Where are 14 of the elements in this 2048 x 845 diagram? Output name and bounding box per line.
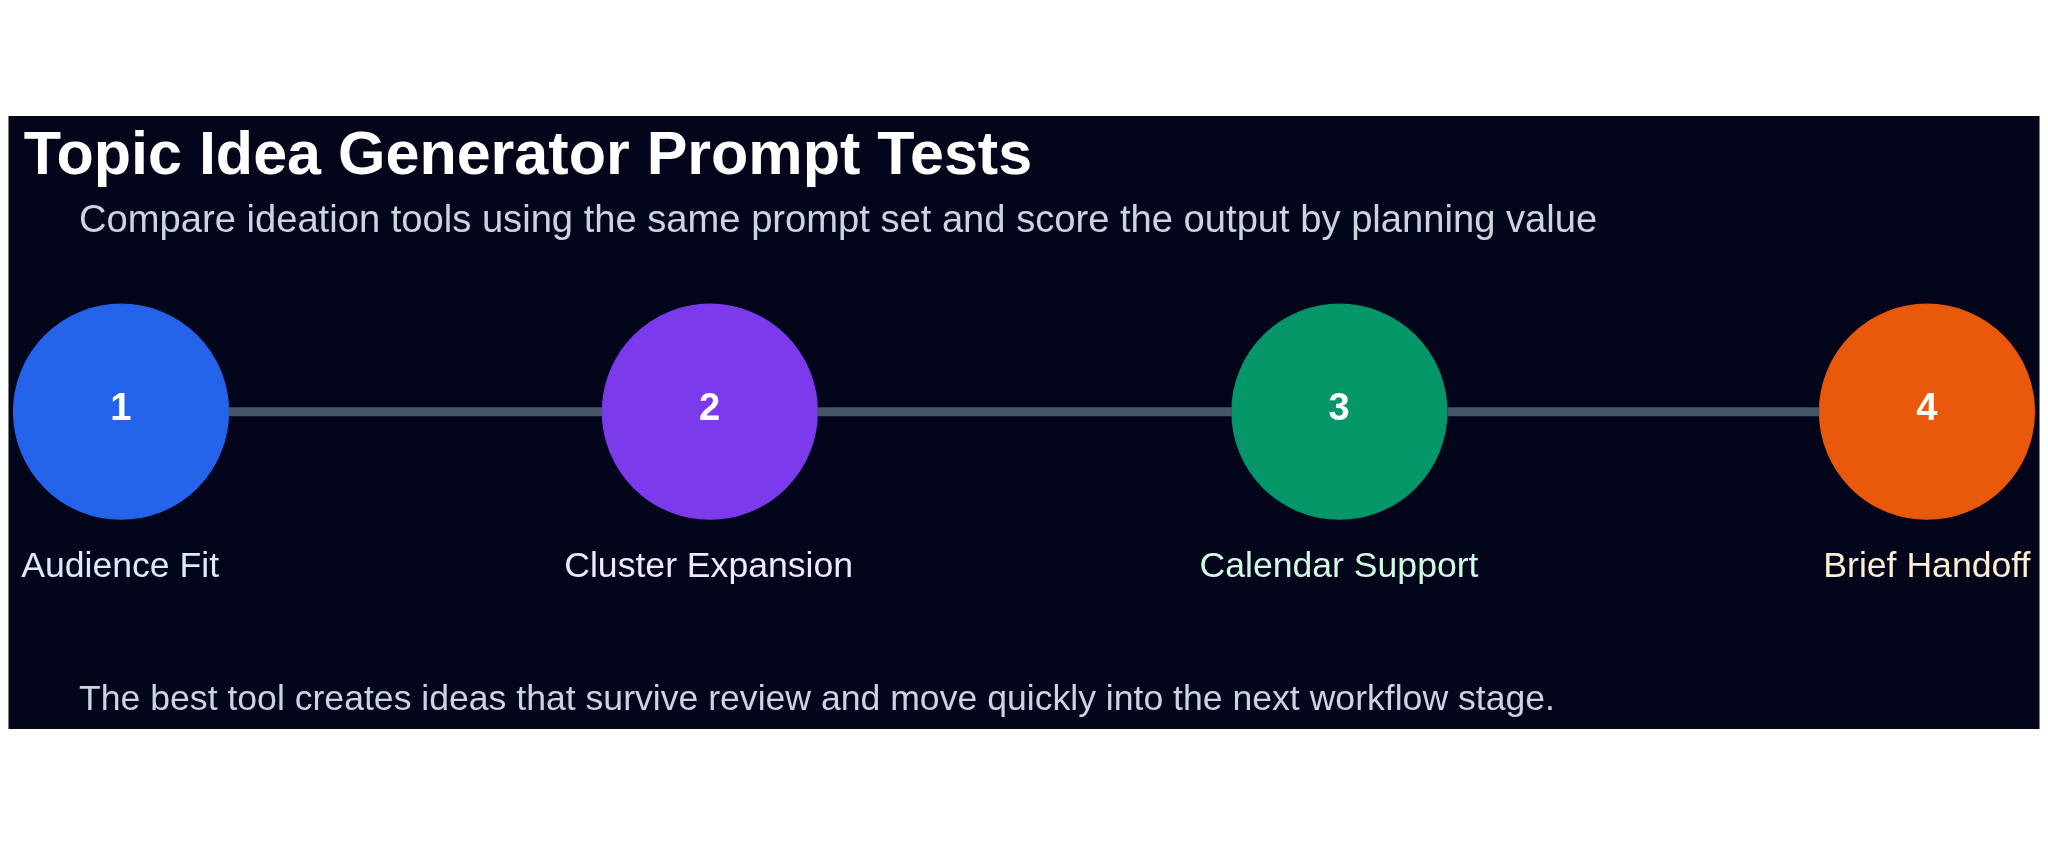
diagram-title: Topic Idea Generator Prompt Tests: [23, 118, 1033, 187]
node-label: Brief Handoff: [1823, 544, 2031, 585]
node-circle: 1: [12, 303, 230, 520]
connector: [228, 407, 603, 417]
label: Compare ideation tools using the same prompt set and score the output by planning value: [79, 196, 1598, 240]
node-label: Audience Fit: [21, 544, 220, 585]
node-circle: 3: [1231, 303, 1448, 520]
node-label: Cluster Expansion: [564, 544, 854, 585]
label: The best tool creates ideas that survive review and move quickly into the next workflow stage.: [79, 678, 1555, 719]
node-circle: 4: [1818, 303, 2036, 520]
node-circle: 2: [601, 303, 818, 520]
connector: [1447, 407, 1820, 417]
connector: [817, 407, 1232, 417]
node-label: Calendar Support: [1199, 544, 1479, 585]
